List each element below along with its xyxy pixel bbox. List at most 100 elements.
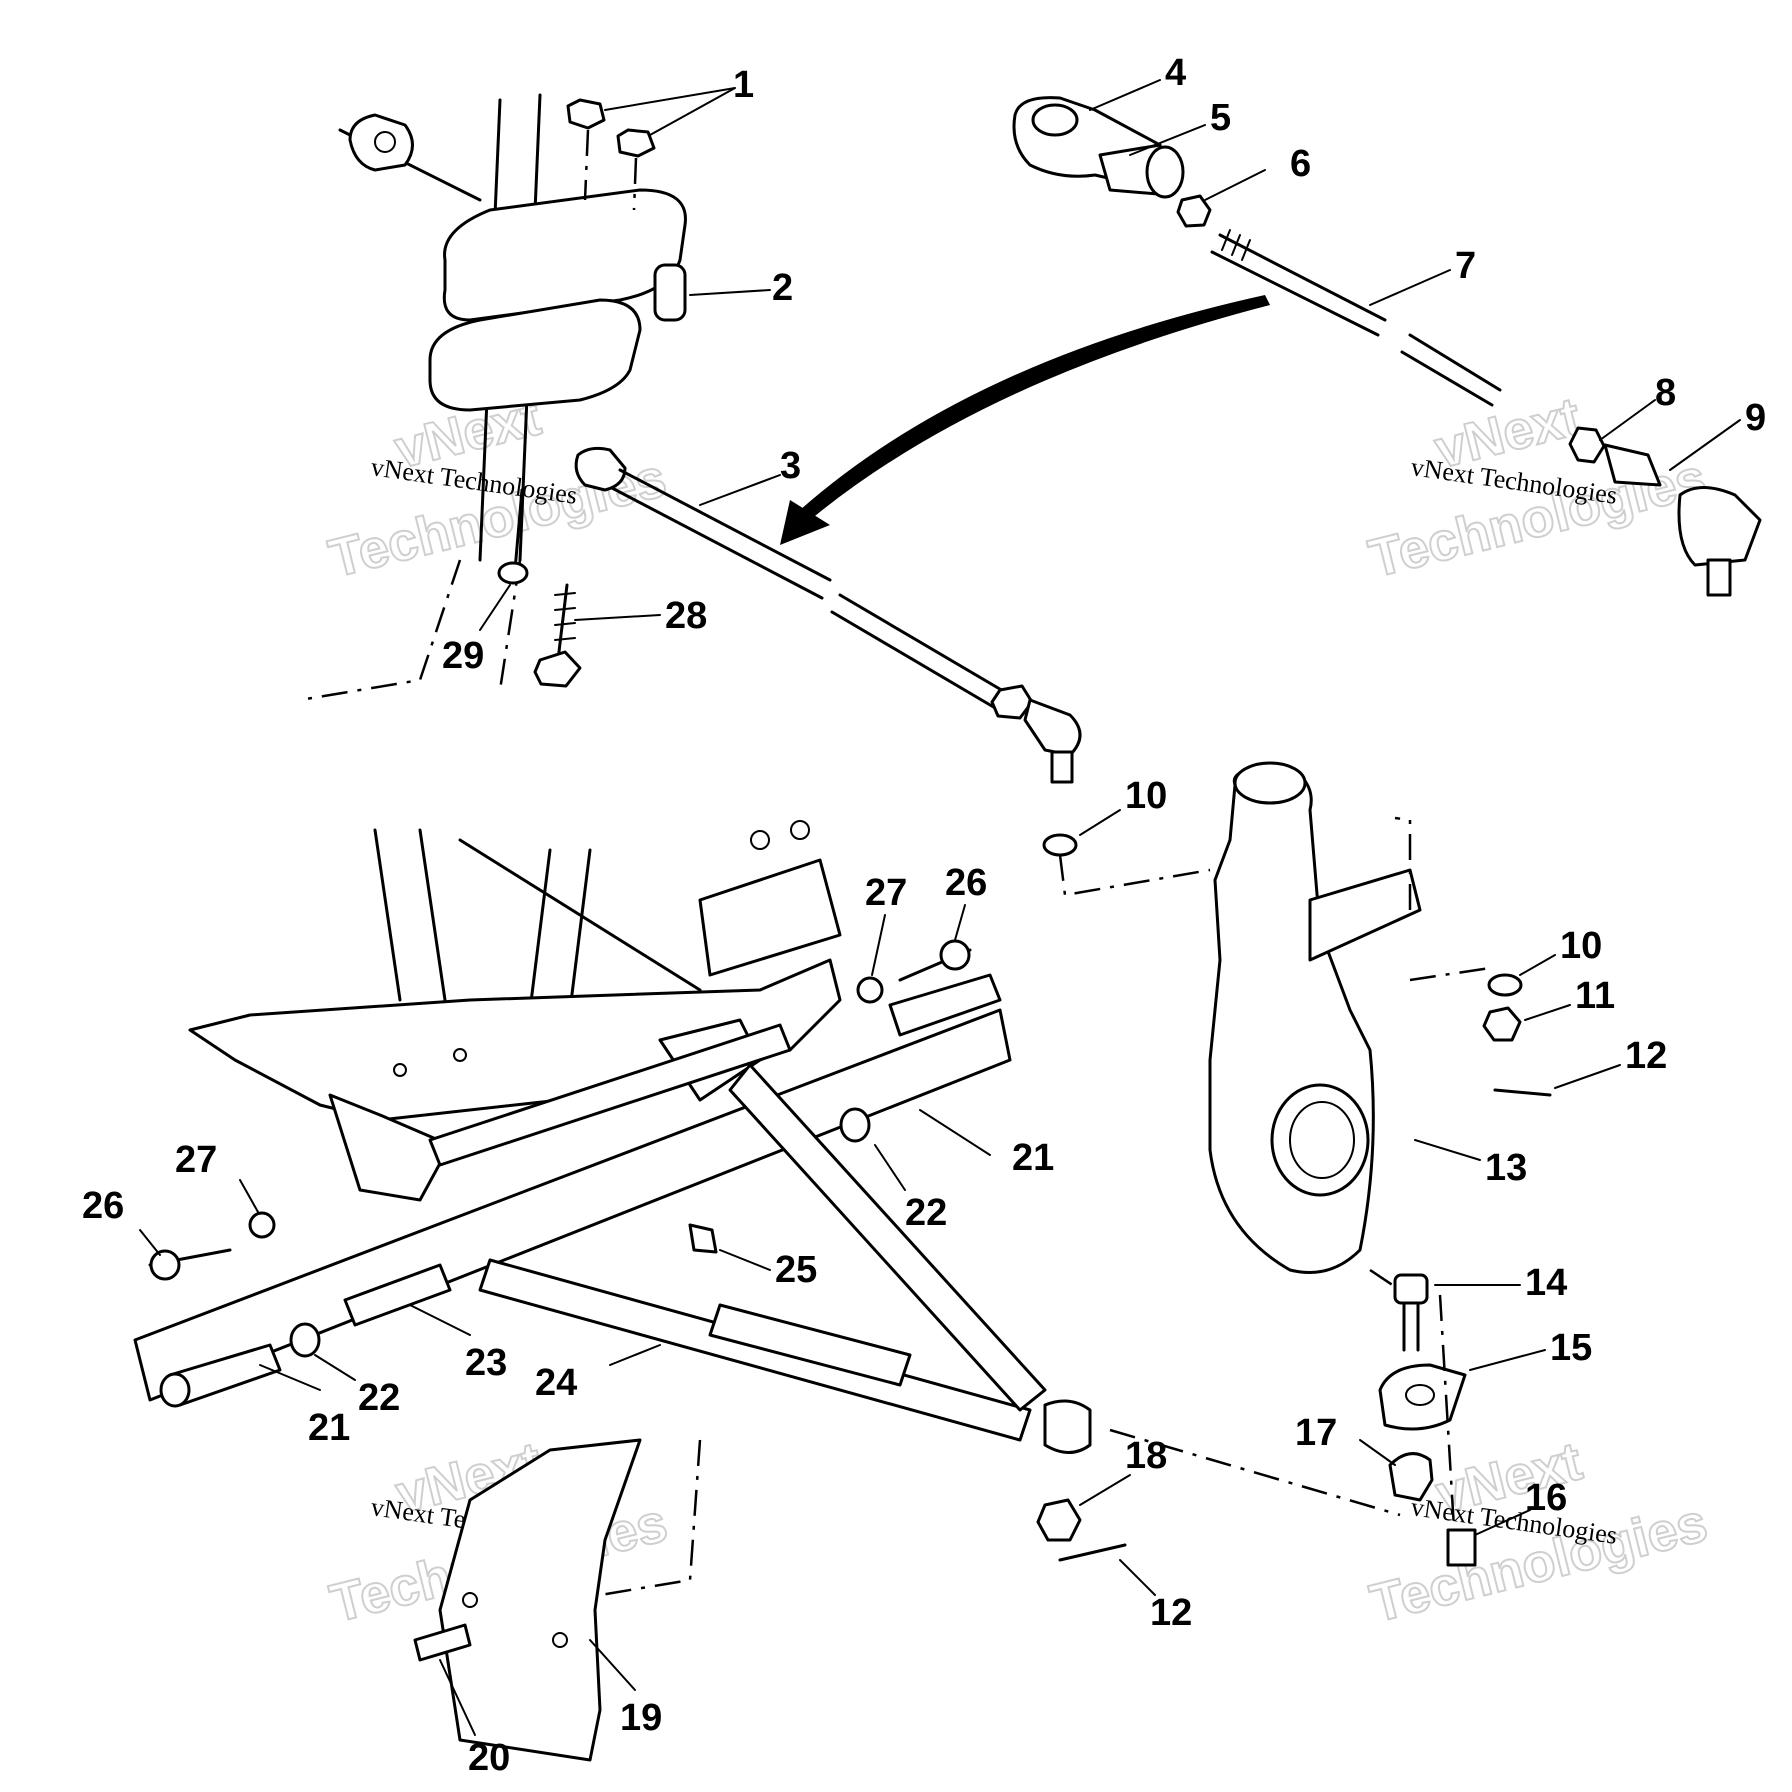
callout-8: 8 bbox=[1655, 372, 1676, 414]
part-12-cotter-pin-lower bbox=[1058, 1543, 1127, 1562]
leader-26-right bbox=[954, 904, 966, 941]
tie-rod-lower-edge-a bbox=[610, 486, 824, 600]
part-8-jam-nut bbox=[1568, 426, 1606, 464]
part-13-hub-bore bbox=[1289, 1101, 1355, 1179]
callout-17: 17 bbox=[1295, 1412, 1337, 1454]
upper-rod-end-eye bbox=[374, 131, 396, 153]
part-7-rod-lower bbox=[1400, 350, 1494, 407]
part-7-rod-upper bbox=[1408, 333, 1502, 392]
frame-side-plate bbox=[698, 858, 842, 977]
callout-29: 29 bbox=[442, 635, 484, 677]
leader-12-upper bbox=[1554, 1064, 1621, 1089]
part-4-rod-end-ball bbox=[1031, 103, 1079, 137]
leader-19 bbox=[589, 1639, 636, 1691]
callout-20: 20 bbox=[468, 1737, 510, 1779]
frame-post-b bbox=[418, 828, 447, 1002]
callout-11: 11 bbox=[1575, 975, 1615, 1017]
nut-1-guide-right bbox=[632, 157, 638, 211]
part-19-guard-hole-1 bbox=[462, 1592, 478, 1608]
callout-10-upper: 10 bbox=[1125, 775, 1167, 817]
column-bracket bbox=[428, 298, 642, 412]
part-15-plate bbox=[1378, 1363, 1467, 1431]
frame-hole-3 bbox=[750, 830, 770, 850]
callout-2: 2 bbox=[772, 267, 793, 309]
frame-phantom-line bbox=[299, 559, 462, 702]
leader-22-right bbox=[874, 1144, 906, 1191]
part-14-bolt-shank bbox=[1402, 1303, 1420, 1352]
callout-25: 25 bbox=[775, 1249, 817, 1291]
part-7-thread-upper bbox=[1218, 233, 1387, 322]
skid-guard-assembly bbox=[413, 1428, 1401, 1762]
guard-guide-line bbox=[569, 1439, 702, 1602]
part-27-washer-right bbox=[856, 976, 884, 1004]
part-23-pivot-shaft bbox=[343, 1263, 452, 1327]
leader-21-left bbox=[259, 1364, 321, 1391]
a-arm-assembly bbox=[133, 939, 1092, 1602]
callout-22-right: 22 bbox=[905, 1192, 947, 1234]
part-21-pivot-bushing-left-end bbox=[159, 1372, 191, 1408]
leader-18 bbox=[1079, 1474, 1131, 1506]
callout-16: 16 bbox=[1525, 1477, 1567, 1519]
callout-21-right: 21 bbox=[1012, 1137, 1054, 1179]
part-10-washer-upper bbox=[1042, 833, 1078, 857]
callout-7: 7 bbox=[1455, 245, 1476, 287]
tie-rod-assembly bbox=[574, 446, 1082, 784]
pivot-sleeve bbox=[653, 263, 687, 322]
callout-24: 24 bbox=[535, 1362, 577, 1404]
leader-1 bbox=[604, 87, 736, 136]
part-21-pivot-bushing-right bbox=[888, 973, 1002, 1037]
arrow-shaft bbox=[800, 295, 1270, 520]
tie-rod-upper-edge-a bbox=[618, 468, 832, 582]
tie-rod-stud bbox=[1050, 750, 1074, 784]
part-25-grease-fitting bbox=[688, 1223, 718, 1254]
part-22-washer-left bbox=[289, 1322, 321, 1358]
callout-15: 15 bbox=[1550, 1327, 1592, 1369]
part-20-screw bbox=[413, 1623, 472, 1662]
leader-28 bbox=[574, 614, 661, 621]
part-13-kingpin-bore bbox=[1233, 761, 1307, 805]
tie-rod-outer-end bbox=[1023, 698, 1082, 757]
spindle-lower-guide bbox=[1369, 1268, 1401, 1292]
callout-12-upper: 12 bbox=[1625, 1035, 1667, 1077]
part-26-bolt-right-head bbox=[939, 939, 971, 971]
leader-6 bbox=[1204, 169, 1266, 201]
callout-9: 9 bbox=[1745, 397, 1766, 439]
part-24-a-arm-gusset bbox=[708, 1303, 912, 1387]
a-arm-rear-tube bbox=[428, 1023, 792, 1167]
callout-18: 18 bbox=[1125, 1435, 1167, 1477]
part-24-a-arm-upper-tube bbox=[728, 1063, 1047, 1412]
leader-3 bbox=[699, 474, 781, 506]
part-6-jam-nut bbox=[1176, 194, 1212, 228]
part-9-boot bbox=[1603, 443, 1662, 487]
part-13-spindle-body bbox=[1208, 768, 1375, 1274]
part-22-washer-right bbox=[839, 1107, 871, 1143]
leader-13 bbox=[1414, 1139, 1481, 1161]
spindle-arm-guide bbox=[1394, 816, 1412, 910]
ball-joint-guide-line bbox=[1109, 1428, 1401, 1517]
tie-rod-upper-edge-b bbox=[838, 593, 1012, 697]
steering-arm-plate bbox=[442, 188, 687, 322]
part-1-nut-left bbox=[566, 98, 606, 130]
leader-23 bbox=[409, 1304, 471, 1336]
part-17-ball-joint bbox=[1388, 1452, 1434, 1502]
tie-rod-jam-nut bbox=[990, 684, 1034, 720]
callout-14: 14 bbox=[1525, 1262, 1567, 1304]
upper-rod-end bbox=[348, 113, 414, 172]
callout-3: 3 bbox=[780, 445, 801, 487]
part-5-sleeve-end bbox=[1145, 145, 1185, 199]
part-16-bolt bbox=[1446, 1528, 1477, 1567]
callout-27-right: 27 bbox=[865, 872, 907, 914]
leader-12-lower bbox=[1119, 1559, 1156, 1596]
callout-19: 19 bbox=[620, 1697, 662, 1739]
leader-2 bbox=[689, 289, 771, 296]
leader-10-upper bbox=[1079, 809, 1121, 836]
callout-27-left: 27 bbox=[175, 1139, 217, 1181]
part-1-nut-right bbox=[616, 128, 656, 158]
frame-hole-2 bbox=[453, 1048, 467, 1062]
part-9-stud bbox=[1706, 558, 1732, 597]
part-9-ball-joint bbox=[1677, 486, 1762, 567]
callout-6: 6 bbox=[1290, 143, 1311, 185]
frame-hole-4 bbox=[790, 820, 810, 840]
frame-hole-1 bbox=[393, 1063, 407, 1077]
